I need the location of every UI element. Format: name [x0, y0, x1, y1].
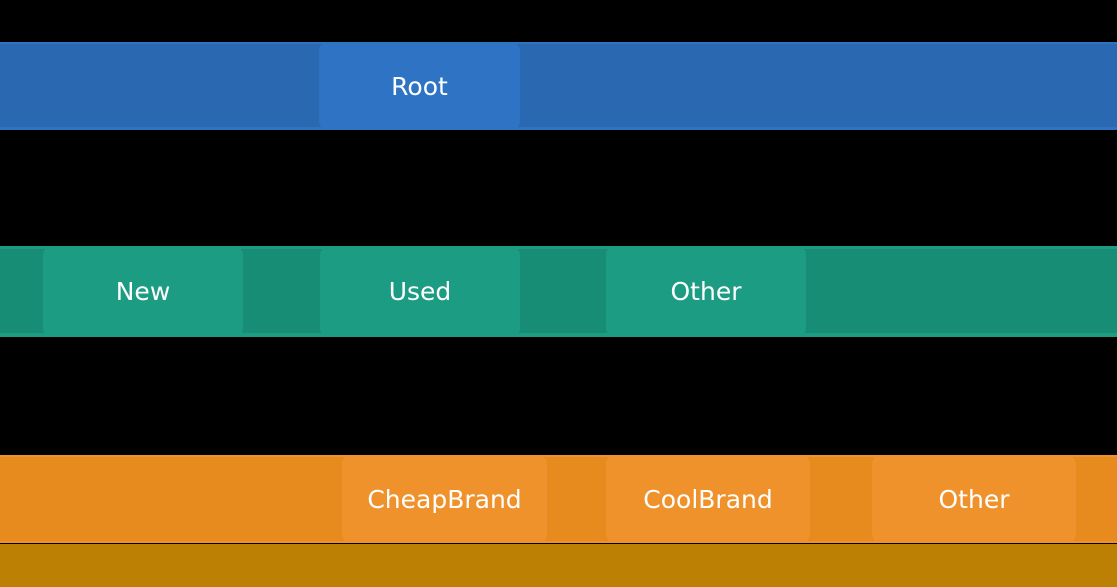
tier1-dim-bar [0, 44, 1117, 127]
clipped-bottom-tier-bar [0, 544, 1117, 587]
node-other-brand[interactable]: Other [872, 455, 1076, 543]
node-root[interactable]: Root [319, 42, 520, 130]
node-label: Other [938, 484, 1010, 514]
node-label: Used [388, 277, 452, 306]
node-label: Root [391, 71, 448, 101]
node-cheapbrand[interactable]: CheapBrand [342, 455, 547, 543]
node-other-condition[interactable]: Other [606, 246, 806, 337]
tier-row-2: New Used Other [0, 246, 1117, 337]
node-new[interactable]: New [43, 246, 243, 337]
tier-row-3: CheapBrand CoolBrand Other [0, 455, 1117, 543]
node-label: CheapBrand [367, 484, 522, 514]
node-coolbrand[interactable]: CoolBrand [606, 455, 810, 543]
node-used[interactable]: Used [320, 246, 520, 337]
node-label: CoolBrand [643, 484, 773, 514]
node-label: Other [670, 277, 742, 306]
node-label: New [115, 277, 171, 306]
tier-row-1: Root [0, 42, 1117, 130]
